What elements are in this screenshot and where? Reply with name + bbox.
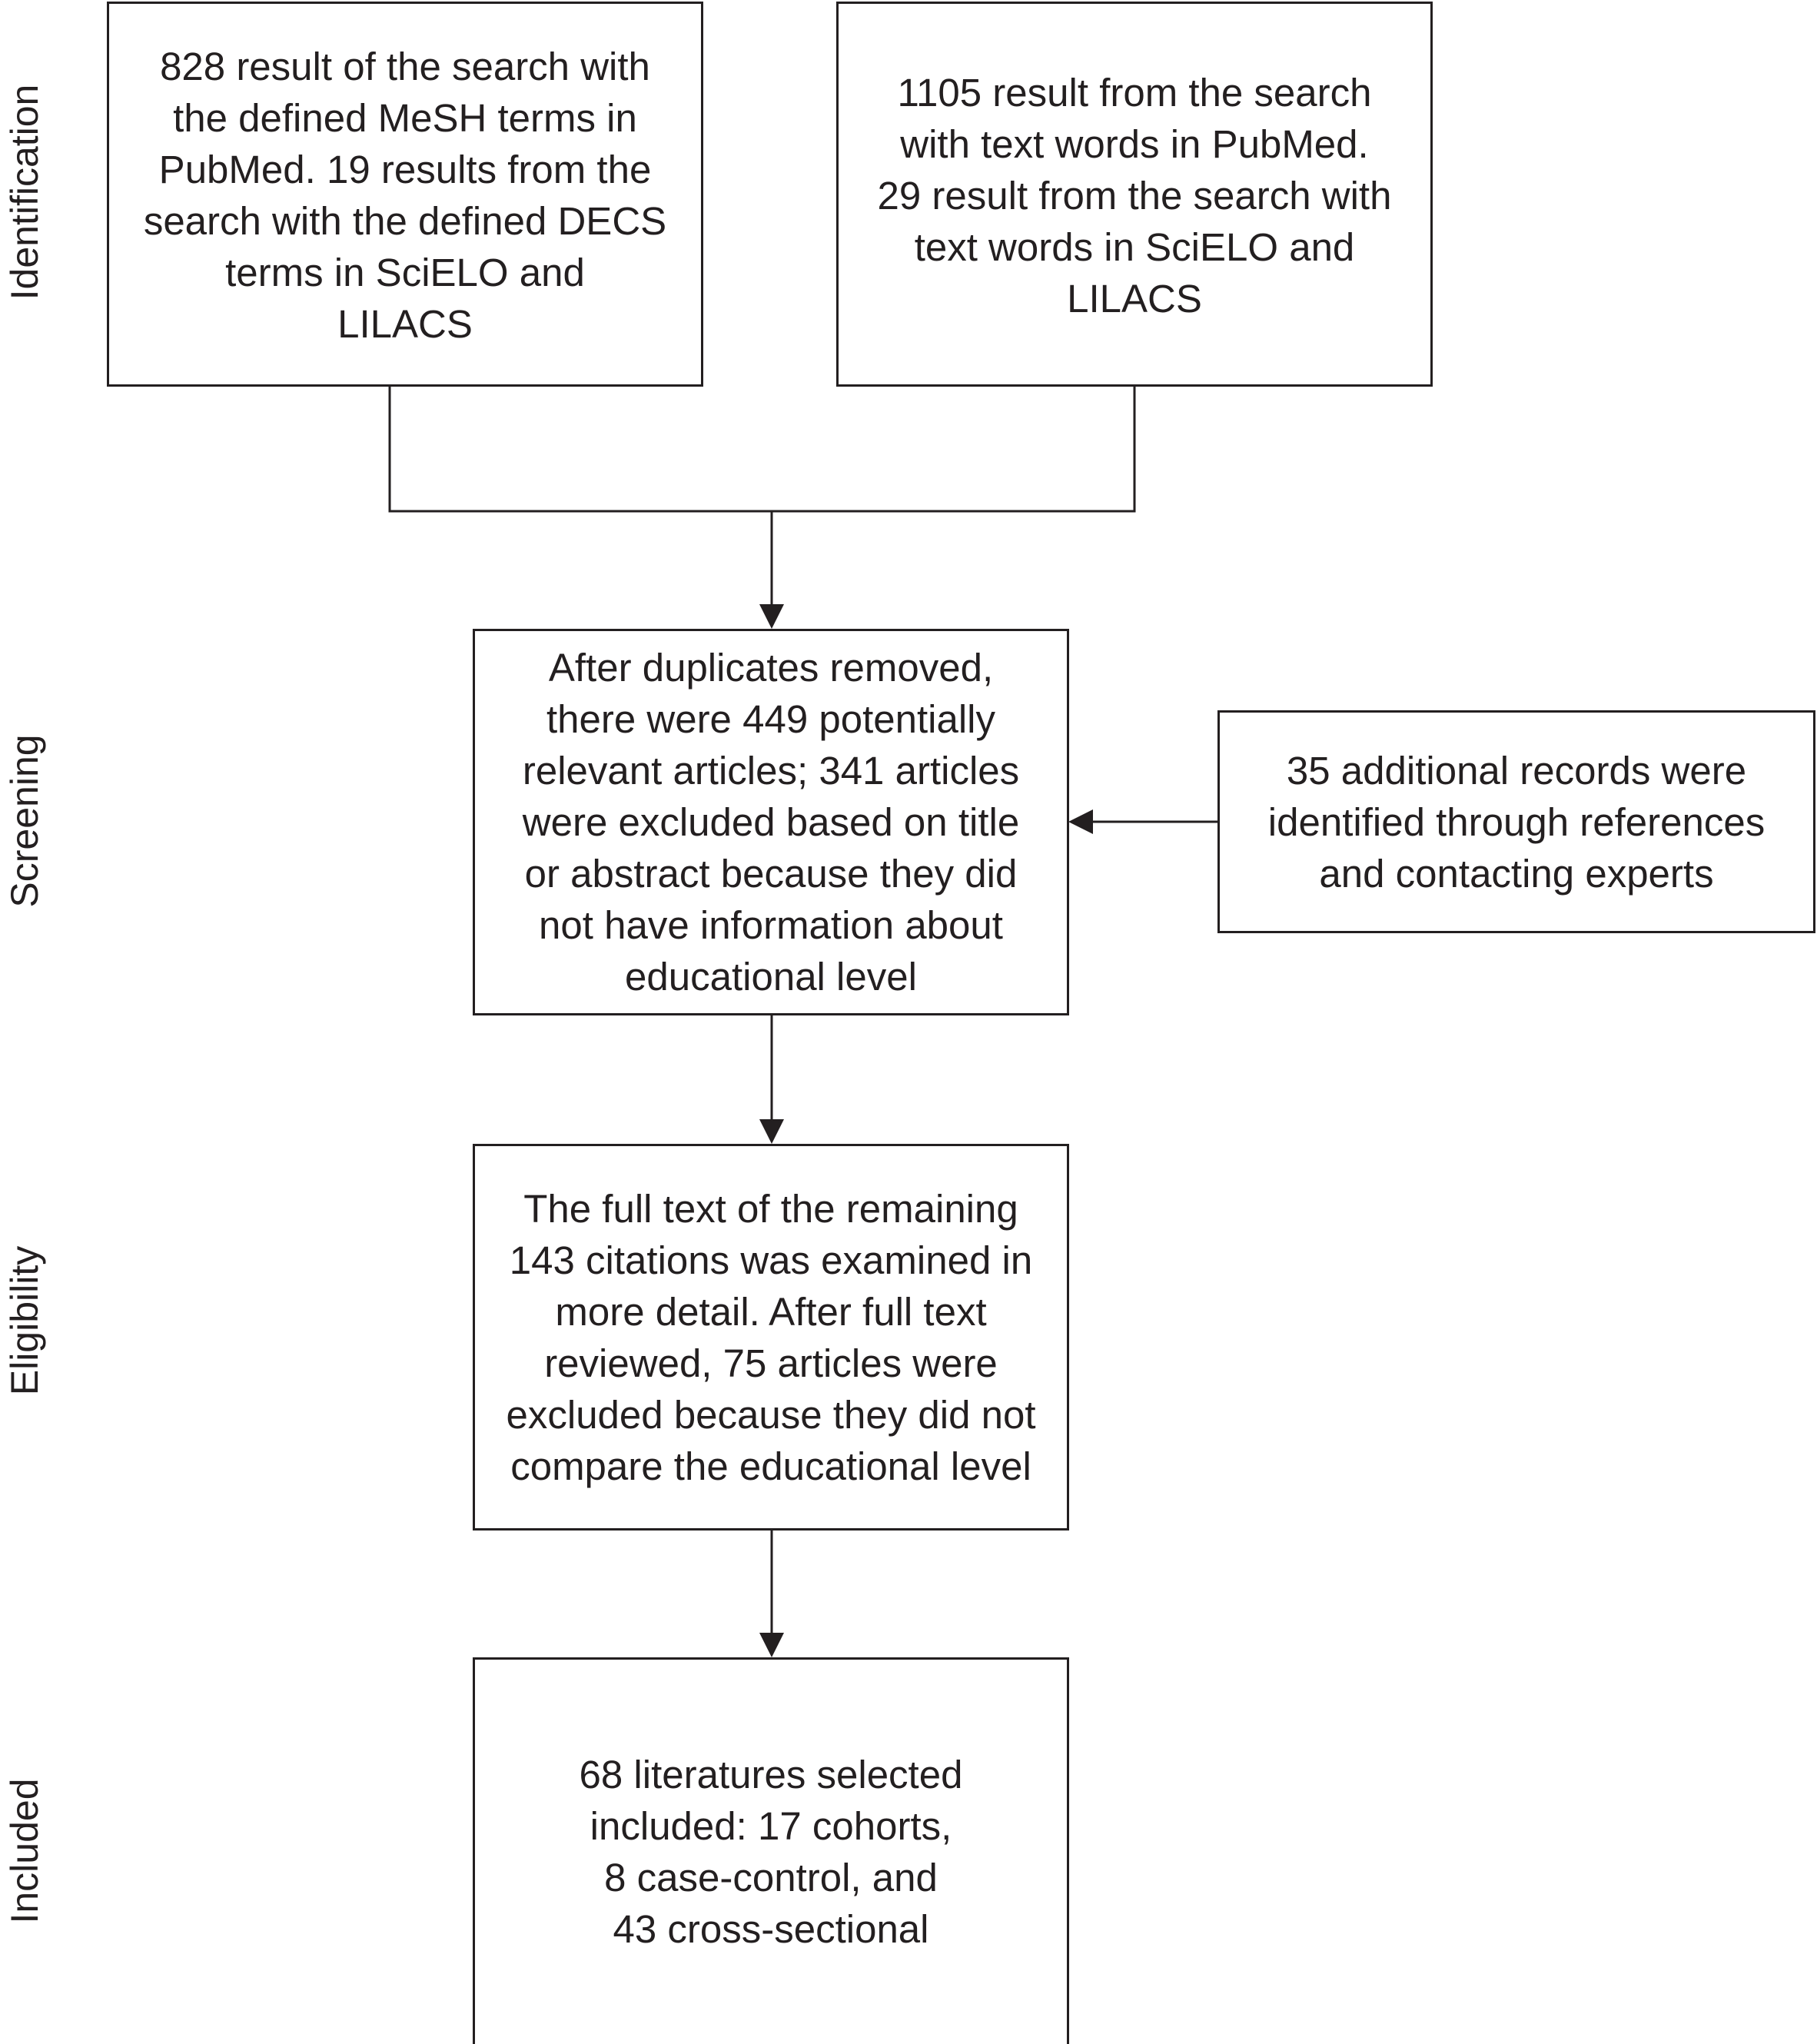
- arrowhead-to-included: [759, 1633, 784, 1657]
- stage-label-eligibility: Eligibility: [3, 1245, 46, 1396]
- arrowhead-to-eligibility: [759, 1119, 784, 1144]
- stage-label-identification: Identification: [3, 84, 46, 301]
- text-search-box: 1105 result from the search with text wo…: [836, 2, 1433, 387]
- additional-records-box: 35 additional records were identified th…: [1217, 710, 1815, 933]
- arrowhead-from-additional: [1068, 809, 1093, 834]
- screening-box: After duplicates removed, there were 449…: [473, 629, 1069, 1015]
- eligibility-box: The full text of the remaining 143 citat…: [473, 1144, 1069, 1531]
- text-search-text: 1105 result from the search with text wo…: [877, 71, 1392, 321]
- included-box: 68 literatures selected included: 17 coh…: [473, 1657, 1069, 2044]
- additional-records-text: 35 additional records were identified th…: [1267, 748, 1766, 896]
- eligibility-text: The full text of the remaining 143 citat…: [506, 1186, 1036, 1488]
- merge-connector: [388, 384, 1136, 513]
- included-text: 68 literatures selected included: 17 coh…: [579, 1753, 963, 1951]
- mesh-search-box: 828 result of the search with the define…: [107, 2, 703, 387]
- stage-label-included: Included: [3, 1778, 46, 1924]
- stage-label-screening: Screening: [3, 734, 46, 908]
- mesh-search-text: 828 result of the search with the define…: [143, 45, 667, 346]
- arrowhead-to-screening: [759, 604, 784, 629]
- screening-text: After duplicates removed, there were 449…: [522, 646, 1020, 999]
